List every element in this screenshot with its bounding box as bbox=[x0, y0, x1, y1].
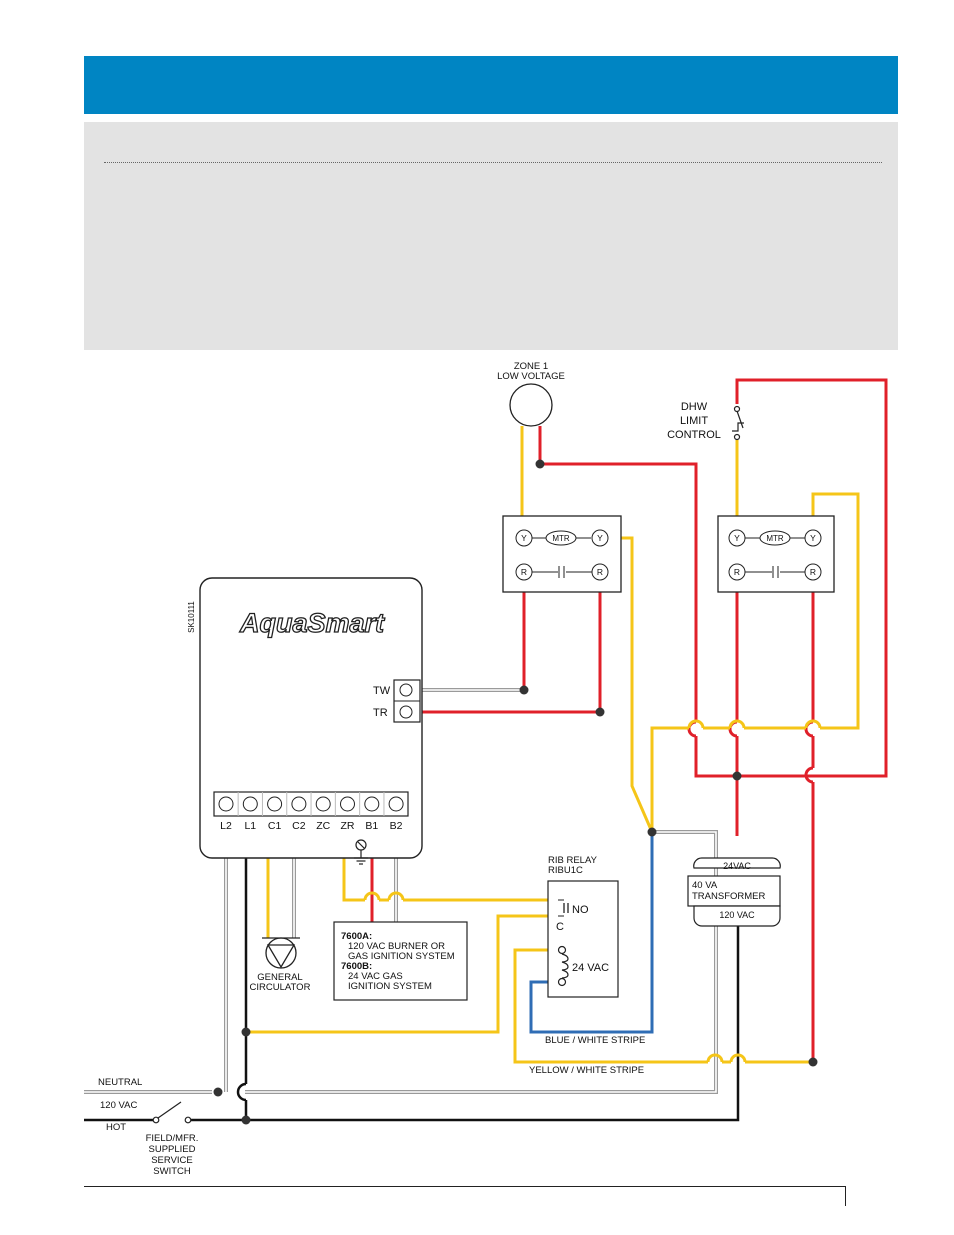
zone-valve-2: MTR Y Y R R bbox=[717, 515, 835, 593]
brand-logo: AquaSmart bbox=[239, 608, 385, 638]
dotted-divider bbox=[104, 162, 882, 163]
svg-text:7600B:: 7600B: bbox=[341, 961, 372, 972]
vac-label: 120 VAC bbox=[100, 1100, 137, 1111]
dhw-label-1: DHW bbox=[681, 401, 708, 413]
svg-text:MTR: MTR bbox=[766, 534, 784, 543]
terminal-screw-icon bbox=[291, 796, 307, 812]
zone1-label-1: ZONE 1 bbox=[514, 361, 548, 372]
zone1-label-2: LOW VOLTAGE bbox=[497, 371, 565, 382]
terminal-label-b2: B2 bbox=[390, 820, 403, 832]
svg-text:R: R bbox=[810, 567, 816, 577]
aquasmart-control: AquaSmart SK10111 TW TR L2 L1 C1 C2 ZC ZR B1 B2 bbox=[187, 577, 423, 865]
hot-label: HOT bbox=[106, 1122, 126, 1133]
switch-label-3: SERVICE bbox=[151, 1155, 193, 1166]
terminal-label-l2: L2 bbox=[220, 820, 232, 832]
svg-text:120 VAC: 120 VAC bbox=[719, 910, 755, 920]
relay-c-wire bbox=[246, 914, 558, 1034]
svg-text:Y: Y bbox=[810, 533, 816, 543]
svg-text:IGNITION SYSTEM: IGNITION SYSTEM bbox=[348, 981, 432, 992]
tw-label: TW bbox=[373, 685, 391, 697]
terminal-screw-icon bbox=[267, 796, 283, 812]
svg-text:24VAC: 24VAC bbox=[723, 861, 751, 871]
dhw-switch-icon bbox=[732, 405, 744, 441]
relay-coil-icon bbox=[557, 945, 569, 987]
zone-valve-1: MTR Y Y R R bbox=[502, 515, 622, 593]
zone1-thermostat bbox=[509, 383, 553, 427]
svg-text:R: R bbox=[734, 567, 740, 577]
circulator-label-2: CIRCULATOR bbox=[250, 982, 311, 993]
relay-label-1: RIB RELAY bbox=[548, 855, 598, 866]
terminal-label-c1: C1 bbox=[268, 820, 282, 832]
terminal-label-c2: C2 bbox=[292, 820, 306, 832]
terminal-screw-icon bbox=[364, 796, 380, 812]
dhw-label-2: LIMIT bbox=[680, 415, 708, 427]
switch-label-2: SUPPLIED bbox=[149, 1144, 196, 1155]
svg-text:Y: Y bbox=[734, 533, 740, 543]
valve2-y-wire bbox=[811, 492, 860, 730]
svg-text:MTR: MTR bbox=[552, 534, 570, 543]
hot-wire bbox=[84, 922, 740, 1122]
terminal-strip: L2 L1 C1 C2 ZC ZR B1 B2 bbox=[218, 792, 404, 832]
terminal-screw-icon bbox=[315, 796, 331, 812]
neutral-label: NEUTRAL bbox=[98, 1077, 142, 1088]
burner-box: 7600A: 120 VAC BURNER OR GAS IGNITION SY… bbox=[333, 921, 468, 1001]
svg-text:40 VA: 40 VA bbox=[692, 880, 718, 891]
terminal-screw-icon bbox=[388, 796, 404, 812]
circulator-label-1: GENERAL bbox=[257, 972, 302, 983]
service-switch-icon bbox=[152, 1101, 192, 1124]
terminal-screw-icon bbox=[340, 796, 355, 812]
circulator-icon bbox=[262, 937, 300, 969]
svg-text:R: R bbox=[521, 567, 527, 577]
sketch-id: SK10111 bbox=[187, 601, 196, 633]
terminal-screw-icon bbox=[218, 796, 234, 812]
blue-stripe-wire bbox=[529, 832, 654, 1034]
rib-relay: NO C 24 VAC bbox=[547, 880, 619, 998]
svg-text:Y: Y bbox=[521, 533, 527, 543]
svg-text:TRANSFORMER: TRANSFORMER bbox=[692, 891, 766, 902]
svg-text:Y: Y bbox=[597, 533, 603, 543]
svg-text:GAS IGNITION SYSTEM: GAS IGNITION SYSTEM bbox=[348, 951, 455, 962]
svg-text:24 VAC GAS: 24 VAC GAS bbox=[348, 971, 403, 982]
footer-tick bbox=[845, 1186, 846, 1206]
description-panel bbox=[84, 122, 898, 350]
footer-rule bbox=[84, 1186, 846, 1187]
transformer: 24VAC 40 VA TRANSFORMER 120 VAC bbox=[687, 857, 781, 927]
ground-icon bbox=[354, 839, 368, 865]
tr-label: TR bbox=[373, 707, 388, 719]
svg-text:7600A:: 7600A: bbox=[341, 931, 372, 942]
svg-text:120 VAC BURNER OR: 120 VAC BURNER OR bbox=[348, 941, 445, 952]
zone1-r-wire bbox=[538, 426, 698, 722]
terminal-screw-icon bbox=[242, 796, 258, 812]
dhw-label-3: CONTROL bbox=[667, 429, 721, 441]
svg-text:R: R bbox=[597, 567, 603, 577]
svg-text:24 VAC: 24 VAC bbox=[572, 962, 609, 974]
terminal-label-zc: ZC bbox=[316, 820, 330, 832]
terminal-label-l1: L1 bbox=[244, 820, 256, 832]
relay-label-2: RIBU1C bbox=[548, 865, 583, 876]
blue-stripe-label: BLUE / WHITE STRIPE bbox=[545, 1035, 645, 1046]
terminal-label-zr: ZR bbox=[341, 820, 355, 832]
yellow-stripe-wire bbox=[513, 948, 708, 1064]
switch-label-1: FIELD/MFR. bbox=[146, 1133, 199, 1144]
yellow-stripe-label: YELLOW / WHITE STRIPE bbox=[529, 1065, 644, 1076]
terminal-label-b1: B1 bbox=[365, 820, 378, 832]
svg-text:C: C bbox=[556, 921, 564, 933]
svg-text:NO: NO bbox=[572, 904, 589, 916]
switch-label-4: SWITCH bbox=[153, 1166, 191, 1177]
header-bar bbox=[84, 56, 898, 114]
